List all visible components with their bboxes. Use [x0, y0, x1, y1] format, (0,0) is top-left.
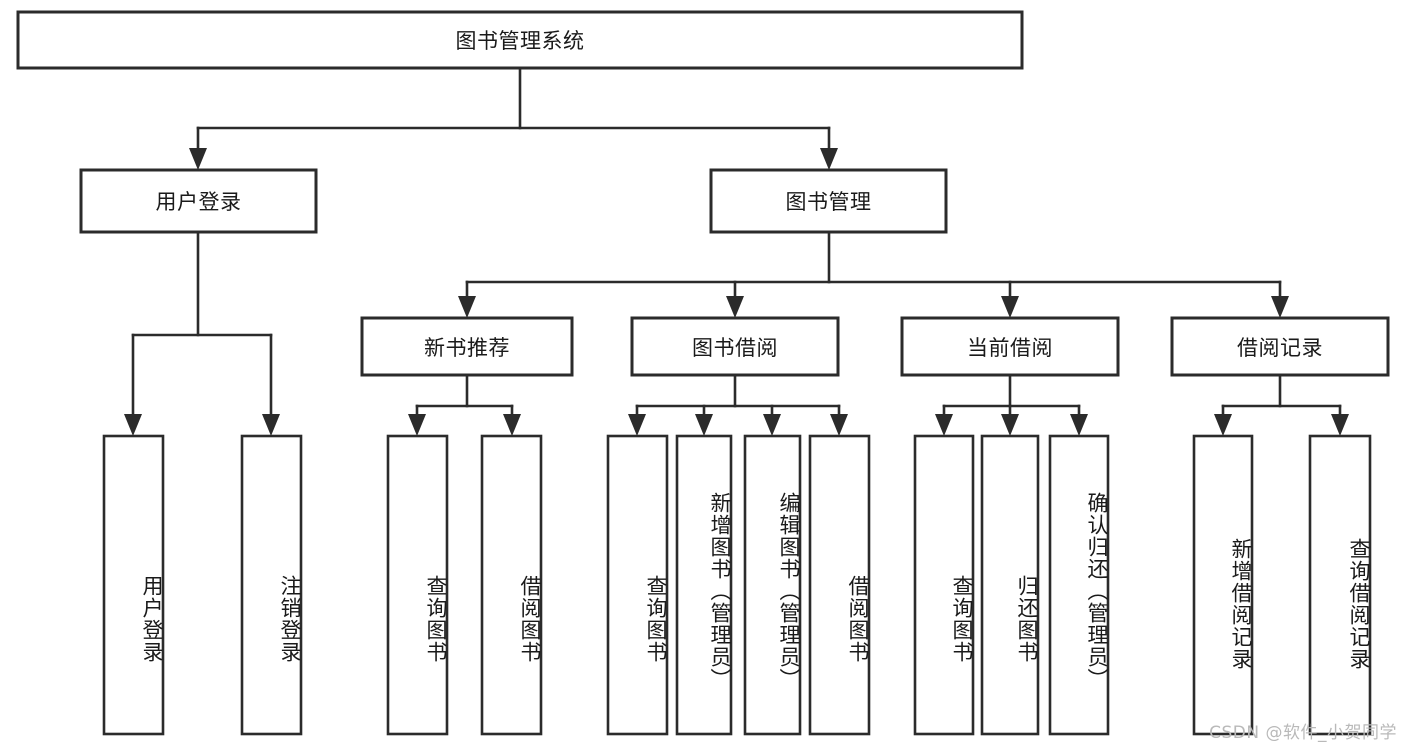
node-borrow-record[interactable] — [1170, 316, 1390, 377]
node-new-book-recommend[interactable] — [360, 316, 574, 377]
connector-book-borrow-to-leaves — [628, 373, 848, 436]
leaf-box-add-book-admin[interactable] — [675, 434, 733, 736]
leaf-box-query-book-rec[interactable] — [386, 434, 449, 736]
connector-user-login-to-leaves — [124, 230, 280, 436]
leaf-box-user-login[interactable] — [102, 434, 165, 736]
connector-current-borrow-to-leaves — [935, 373, 1088, 436]
leaf-box-borrow-book[interactable] — [808, 434, 871, 736]
leaf-box-borrow-book-rec[interactable] — [480, 434, 543, 736]
connector-borrow-record-to-leaves — [1214, 373, 1349, 436]
leaf-box-query-book-borrow[interactable] — [606, 434, 669, 736]
leaf-box-query-book-current[interactable] — [913, 434, 975, 736]
node-user-login[interactable] — [79, 168, 318, 234]
leaf-box-return-book[interactable] — [980, 434, 1040, 736]
node-book-management[interactable] — [709, 168, 948, 234]
connector-root-to-level2 — [189, 66, 838, 170]
node-root[interactable] — [16, 10, 1024, 70]
connector-new-book-to-leaves — [408, 373, 521, 436]
leaf-box-logout-login[interactable] — [240, 434, 303, 736]
leaf-box-confirm-return-admin[interactable] — [1048, 434, 1110, 736]
leaf-box-query-borrow-record[interactable] — [1308, 434, 1372, 736]
leaf-box-add-borrow-record[interactable] — [1192, 434, 1254, 736]
node-book-borrow[interactable] — [630, 316, 840, 377]
node-current-borrow[interactable] — [900, 316, 1120, 377]
connector-book-management-to-level3 — [458, 230, 1289, 318]
leaf-box-edit-book-admin[interactable] — [743, 434, 802, 736]
